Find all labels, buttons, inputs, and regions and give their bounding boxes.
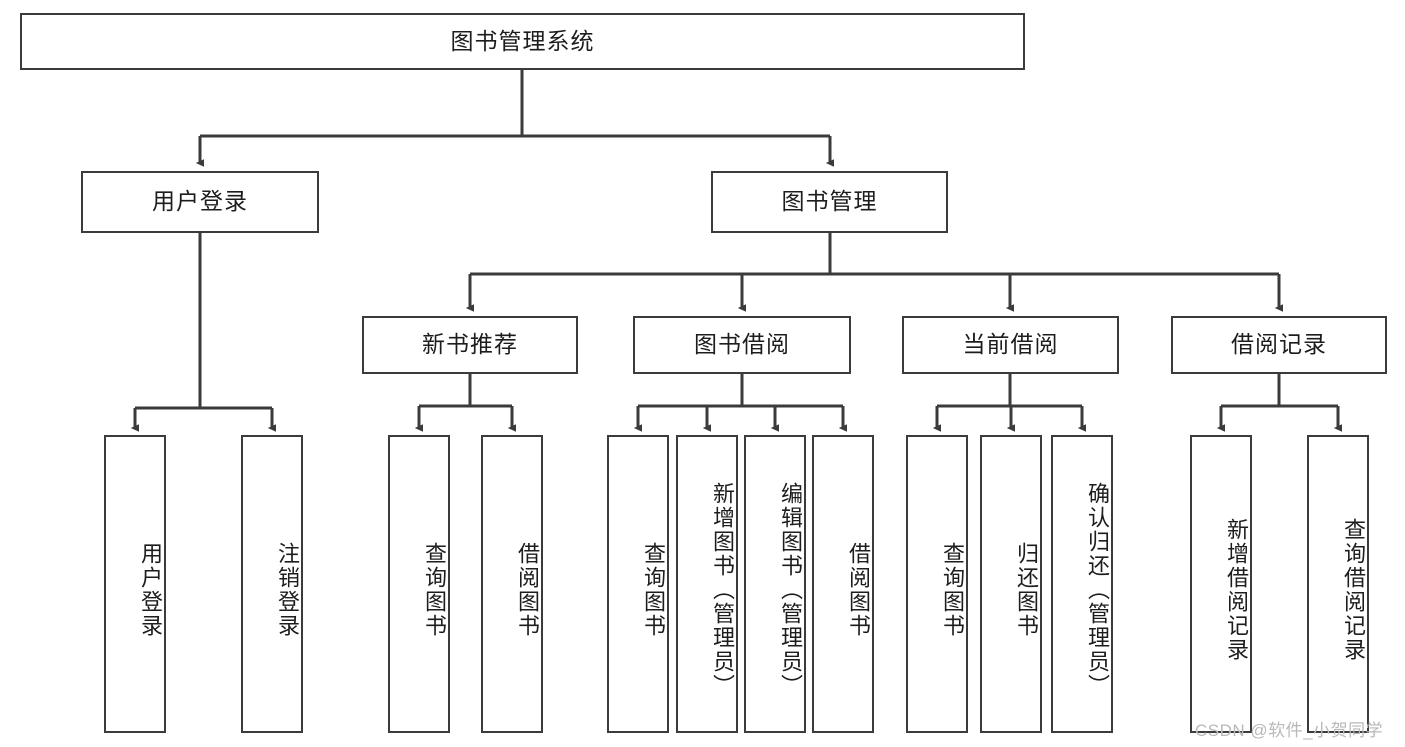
node-borrow-record[interactable]: 借阅记录 bbox=[1171, 316, 1387, 374]
node-new-book-rec[interactable]: 新书推荐 bbox=[362, 316, 578, 374]
node-leaf-add-book-label: 新增图书（管理员） bbox=[710, 482, 735, 698]
node-user-login[interactable]: 用户登录 bbox=[81, 171, 319, 233]
node-leaf-query-book-3[interactable]: 查询图书 bbox=[906, 435, 968, 733]
node-leaf-add-record[interactable]: 新增借阅记录 bbox=[1190, 435, 1252, 733]
node-leaf-return-book[interactable]: 归还图书 bbox=[980, 435, 1042, 733]
node-leaf-borrow-book-1-label: 借阅图书 bbox=[515, 542, 540, 638]
node-leaf-borrow-book-2[interactable]: 借阅图书 bbox=[812, 435, 874, 733]
node-leaf-return-book-label: 归还图书 bbox=[1014, 542, 1039, 638]
node-book-borrow[interactable]: 图书借阅 bbox=[633, 316, 851, 374]
node-user-login-label: 用户登录 bbox=[152, 188, 248, 215]
node-book-borrow-label: 图书借阅 bbox=[694, 331, 790, 358]
node-book-manage-label: 图书管理 bbox=[781, 188, 878, 215]
node-current-borrow[interactable]: 当前借阅 bbox=[902, 316, 1119, 374]
node-leaf-query-book-1-label: 查询图书 bbox=[422, 542, 447, 638]
node-leaf-query-book-2[interactable]: 查询图书 bbox=[607, 435, 669, 733]
node-leaf-edit-book-label: 编辑图书（管理员） bbox=[778, 482, 803, 698]
node-leaf-confirm-return-label: 确认归还（管理员） bbox=[1085, 482, 1110, 698]
node-root-label: 图书管理系统 bbox=[450, 27, 595, 54]
node-borrow-record-label: 借阅记录 bbox=[1231, 331, 1327, 358]
node-leaf-user-logout-label: 注销登录 bbox=[275, 542, 300, 638]
node-leaf-user-logout[interactable]: 注销登录 bbox=[241, 435, 303, 733]
node-root[interactable]: 图书管理系统 bbox=[20, 13, 1025, 70]
node-leaf-confirm-return[interactable]: 确认归还（管理员） bbox=[1051, 435, 1113, 733]
node-leaf-query-record-label: 查询借阅记录 bbox=[1341, 518, 1366, 662]
node-new-book-rec-label: 新书推荐 bbox=[422, 331, 518, 358]
node-leaf-query-book-1[interactable]: 查询图书 bbox=[388, 435, 450, 733]
node-current-borrow-label: 当前借阅 bbox=[962, 331, 1059, 358]
csdn-watermark: CSDN @软件_小贺同学 bbox=[1195, 721, 1384, 740]
node-leaf-borrow-book-1[interactable]: 借阅图书 bbox=[481, 435, 543, 733]
node-leaf-query-book-2-label: 查询图书 bbox=[641, 542, 666, 638]
node-leaf-add-record-label: 新增借阅记录 bbox=[1224, 518, 1249, 662]
node-leaf-add-book[interactable]: 新增图书（管理员） bbox=[676, 435, 738, 733]
node-leaf-query-record[interactable]: 查询借阅记录 bbox=[1307, 435, 1369, 733]
node-leaf-edit-book[interactable]: 编辑图书（管理员） bbox=[744, 435, 806, 733]
node-book-manage[interactable]: 图书管理 bbox=[711, 171, 948, 233]
node-leaf-borrow-book-2-label: 借阅图书 bbox=[846, 542, 871, 638]
node-leaf-query-book-3-label: 查询图书 bbox=[940, 542, 965, 638]
node-leaf-user-login-label: 用户登录 bbox=[138, 542, 163, 638]
node-leaf-user-login[interactable]: 用户登录 bbox=[104, 435, 166, 733]
